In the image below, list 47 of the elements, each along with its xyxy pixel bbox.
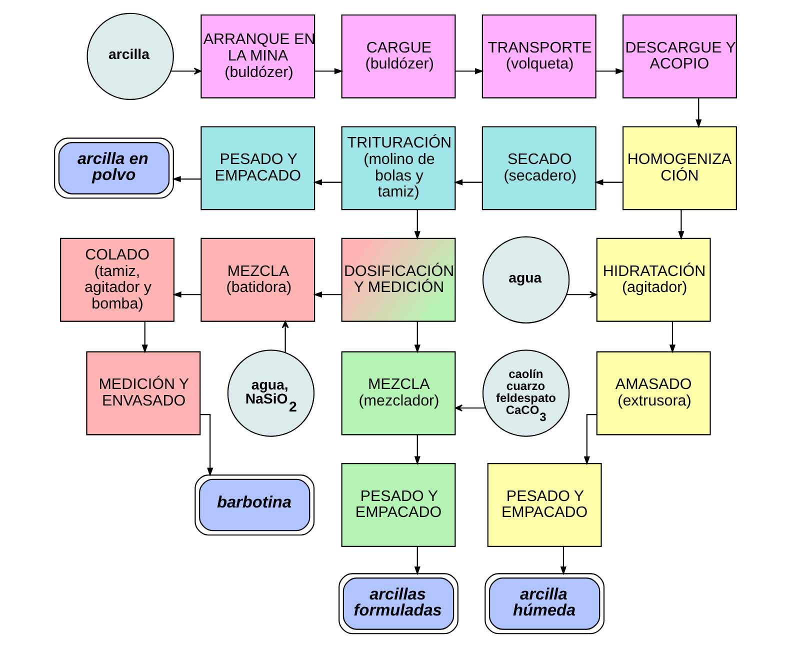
arrow [141, 320, 148, 353]
arrow [454, 404, 485, 411]
node-circle: arcilla [86, 12, 174, 100]
arrow [414, 546, 420, 575]
arrow [453, 178, 482, 185]
arrow [200, 413, 213, 476]
node-box: ARRANQUE EN LA MINA (buldózer) [200, 14, 315, 98]
arrow [312, 178, 342, 185]
arrow [414, 434, 420, 465]
arrow [414, 320, 420, 353]
node-box: arcilla húmeda [484, 572, 604, 634]
arrow [281, 320, 288, 352]
arrow [695, 98, 702, 128]
arrow [314, 68, 343, 74]
arrow [594, 178, 622, 185]
node-box: TRANSPORTE (volqueta) [481, 14, 596, 98]
node-box: MEZCLA (mezclador) [340, 350, 456, 435]
node-box: DESCARGUE Y ACOPIO [622, 14, 736, 98]
node-box: TRITURACIÓN (molino de bolas y tamiz) [340, 126, 456, 210]
arrow [312, 291, 342, 298]
node-box: CARGUE (buldózer) [340, 14, 456, 98]
arrow [583, 413, 596, 465]
arrow [172, 291, 201, 298]
arrow [560, 546, 566, 575]
node-box: SECADO (secadero) [481, 126, 596, 210]
arrow [172, 176, 200, 182]
node-circle: agua [482, 236, 570, 323]
node-box: HIDRATACIÓN (agitador) [596, 237, 710, 322]
node-box: MEDICIÓN Y ENVASADO [86, 350, 200, 435]
arrow [595, 68, 624, 74]
arrow [414, 209, 420, 240]
node-box: AMASADO (extrusora) [596, 350, 710, 435]
node-box: PESADO Y EMPACADO [200, 126, 315, 210]
arrow [454, 68, 484, 74]
node-box: PESADO Y EMPACADO [340, 462, 456, 546]
node-box: HOMOGENIZA CIÓN [622, 126, 736, 210]
node-box: PESADO Y EMPACADO [486, 462, 602, 546]
arrow [668, 320, 676, 353]
node-box: arcilla en polvo [54, 137, 174, 198]
arrow [566, 290, 597, 298]
node-box: arcillas formuladas [338, 572, 458, 634]
arrow [678, 209, 684, 240]
node-box: COLADO (tamiz, agitador y bomba) [60, 237, 174, 322]
arrow [170, 67, 201, 74]
node-box: barbotina [194, 474, 314, 536]
node-box: MEZCLA (batidora) [200, 237, 315, 322]
node-box: DOSIFICACIÓN Y MEDICIÓN [340, 237, 456, 322]
